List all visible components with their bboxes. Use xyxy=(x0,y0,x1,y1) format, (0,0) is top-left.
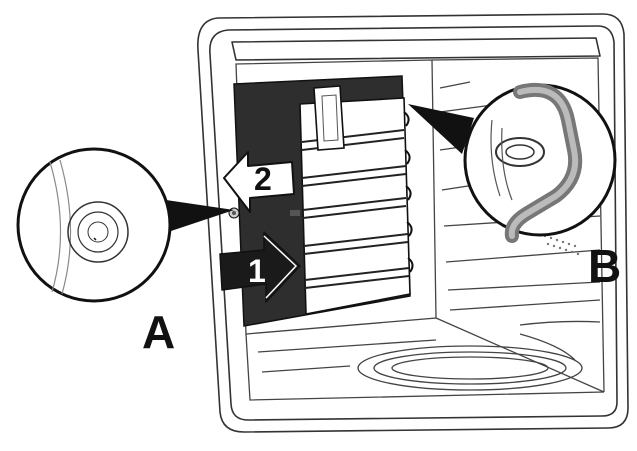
callout-a-label: A xyxy=(142,306,175,358)
oven-outer-frame xyxy=(197,13,629,433)
callout-b-label: B xyxy=(588,240,621,292)
step-2-label: 2 xyxy=(254,161,272,197)
fan-grill xyxy=(543,234,580,256)
step-1-label: 1 xyxy=(248,253,266,289)
magnifier-screw-icon xyxy=(16,147,234,303)
shelf-support-rack xyxy=(290,85,414,315)
magnifier-hook-icon xyxy=(408,82,617,243)
oven-cavity xyxy=(235,57,605,401)
arrow-left-icon xyxy=(223,151,295,213)
arrow-right-icon xyxy=(219,231,301,303)
